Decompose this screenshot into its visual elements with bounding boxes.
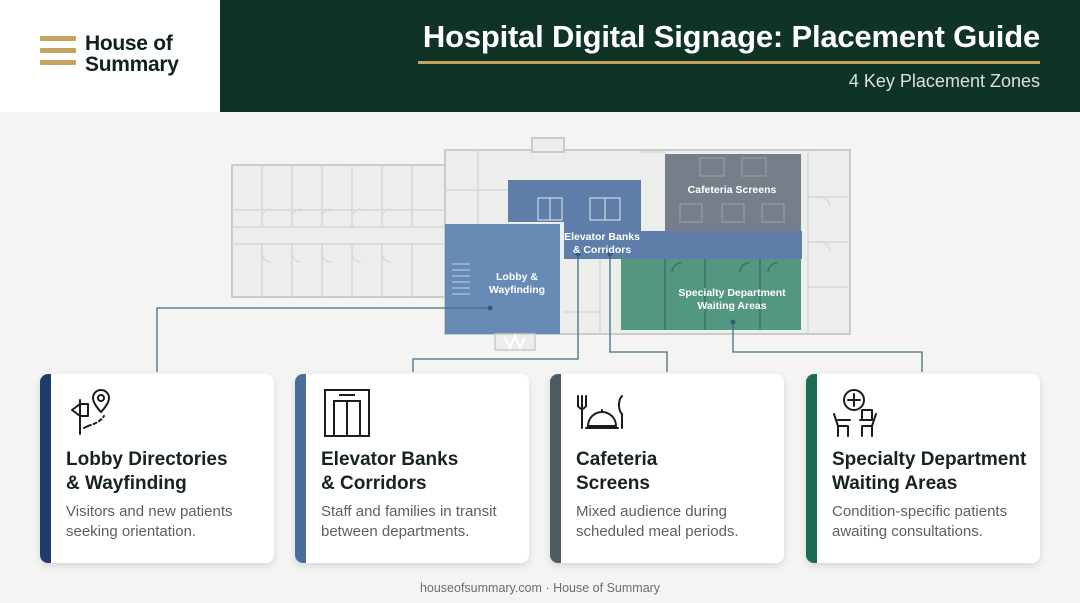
card-accent-stripe: [40, 374, 51, 563]
zone-specialty-area: [621, 259, 801, 330]
card-title: Elevator Banks & Corridors: [321, 449, 459, 494]
zone-lobby-area: [445, 224, 560, 334]
zone-cafeteria-area: [665, 154, 801, 231]
card-elevator: Elevator Banks & Corridors Staff and fam…: [295, 374, 529, 563]
logo-line-2: Summary: [85, 53, 179, 76]
card-accent-stripe: [806, 374, 817, 563]
medical-waiting-chairs-icon: [833, 389, 877, 437]
card-description: Condition-specific patients awaiting con…: [832, 503, 1008, 540]
card-description: Mixed audience during scheduled meal per…: [576, 503, 739, 540]
zone-label-specialty: Specialty Department Waiting Areas: [678, 287, 786, 312]
zone-label-elevator: Elevator Banks & Corridors: [564, 231, 640, 256]
floor-plan: Lobby & Wayfinding Elevator Banks & Corr…: [0, 112, 1080, 374]
card-description: Visitors and new patients seeking orient…: [66, 503, 233, 540]
title-underline: [418, 61, 1040, 64]
leader-line-elevator: [412, 254, 579, 374]
card-accent-stripe: [295, 374, 306, 563]
elevator-icon: [324, 389, 370, 437]
logo-text: House of Summary: [85, 33, 179, 75]
header-banner: House of Summary Hospital Digital Signag…: [0, 0, 1080, 112]
card-specialty: Specialty Department Waiting Areas Condi…: [806, 374, 1040, 563]
zone-label-cafeteria: Cafeteria Screens: [687, 184, 777, 196]
card-title: Specialty Department Waiting Areas: [832, 449, 1027, 494]
card-cafeteria: Cafeteria Screens Mixed audience during …: [550, 374, 784, 563]
card-accent-stripe: [550, 374, 561, 563]
floor-plan-drawing: [156, 137, 923, 374]
card-description: Staff and families in transit between de…: [321, 503, 497, 540]
logo[interactable]: House of Summary: [0, 0, 220, 112]
footer-credit[interactable]: houseofsummary.com · House of Summary: [419, 581, 661, 595]
leader-line-specialty: [732, 322, 923, 374]
logo-line-1: House of: [85, 32, 173, 55]
zone-corridor-area: [641, 231, 802, 259]
zone-label-lobby: Lobby & Wayfinding: [488, 271, 546, 296]
cloche-cutlery-icon: [577, 395, 623, 429]
card-lobby: Lobby Directories & Wayfinding Visitors …: [40, 374, 274, 563]
leader-line-lobby: [156, 307, 490, 374]
card-title: Lobby Directories & Wayfinding: [66, 449, 228, 494]
leader-line-cafeteria: [609, 254, 668, 374]
page-subtitle: 4 Key Placement Zones: [848, 71, 1040, 91]
signpost-location-icon: [71, 389, 110, 435]
card-title: Cafeteria Screens: [576, 449, 658, 494]
page-title: Hospital Digital Signage: Placement Guid…: [422, 19, 1040, 54]
zone-elevator-shaft-area: [508, 180, 641, 222]
logo-mark-icon: [40, 36, 76, 72]
